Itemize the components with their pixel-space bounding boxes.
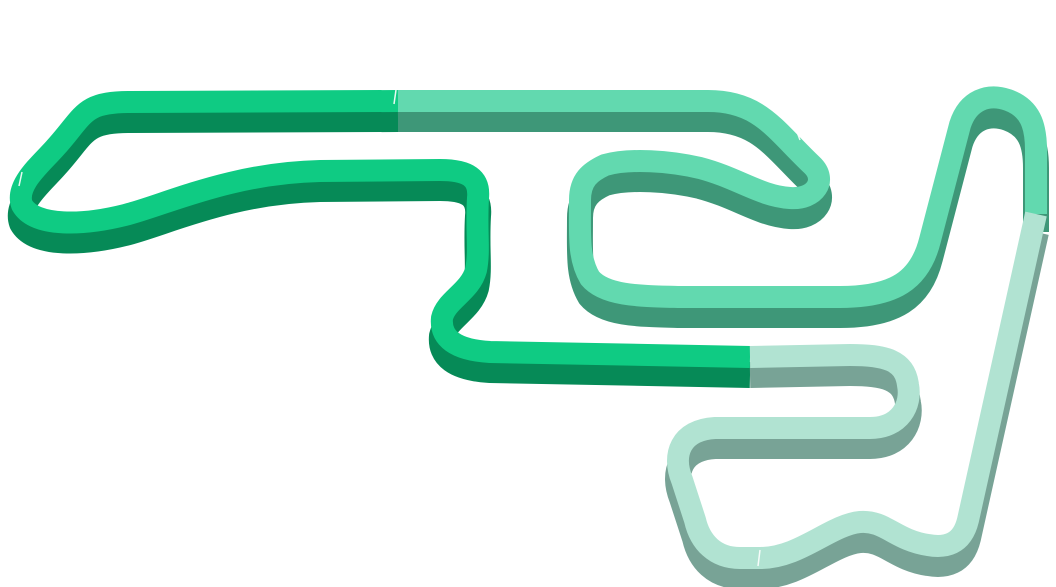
sector-mark	[393, 89, 397, 105]
sector-mark	[796, 131, 801, 141]
sector-mark	[757, 549, 761, 567]
sector-1-side	[7, 106, 751, 388]
sector-2-path	[398, 86, 1047, 308]
sector-1-path	[9, 90, 751, 368]
sector-marks	[18, 89, 801, 567]
sector-mark	[18, 171, 23, 187]
sector-3-path	[667, 211, 1047, 569]
track-surface	[9, 86, 1047, 569]
